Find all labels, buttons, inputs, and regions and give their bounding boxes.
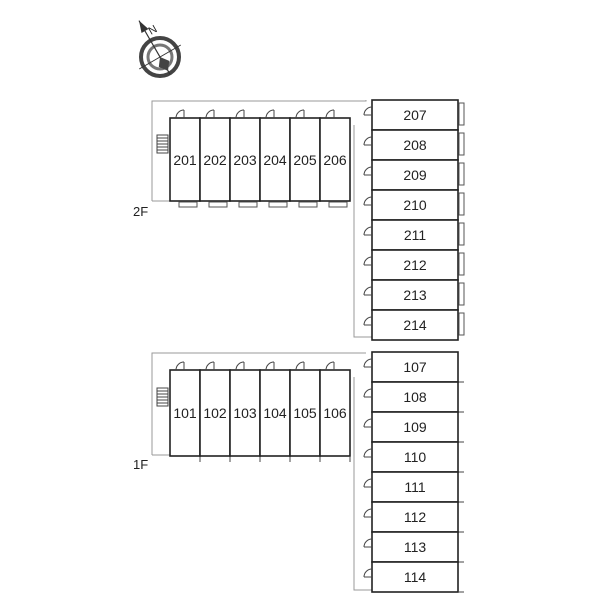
column-unit: 111 [363, 471, 464, 503]
column-unit: 211 [363, 219, 465, 251]
unit-label: 112 [404, 509, 427, 525]
unit-label: 113 [404, 539, 427, 555]
floor-label: 2F [133, 204, 148, 219]
unit-label: 213 [403, 287, 427, 303]
row-unit: 104 [259, 361, 291, 462]
column-unit: 113 [363, 531, 464, 563]
row-unit: 105 [289, 361, 321, 462]
row-unit: 102 [199, 361, 231, 462]
column-unit: 208 [363, 129, 465, 161]
row-unit: 206 [319, 109, 351, 208]
floor-label: 1F [133, 457, 148, 472]
unit-label: 203 [233, 152, 257, 168]
unit-label: 208 [403, 137, 427, 153]
unit-label: 206 [323, 152, 347, 168]
unit-label: 105 [293, 405, 317, 421]
row-unit: 203 [229, 109, 261, 208]
row-unit: 202 [199, 109, 231, 208]
column-unit: 214 [363, 309, 465, 341]
unit-label: 109 [403, 419, 427, 435]
unit-label: 110 [404, 449, 427, 465]
column-unit: 107 [363, 351, 464, 383]
unit-label: 107 [403, 359, 427, 375]
unit-label: 111 [404, 479, 425, 495]
corridor-outline [353, 377, 372, 591]
row-unit: 106 [319, 361, 351, 462]
unit-label: 212 [403, 257, 427, 273]
compass-north-label: N [147, 23, 160, 37]
unit-label: 207 [403, 107, 427, 123]
unit-label: 102 [203, 405, 227, 421]
unit-label: 104 [263, 405, 287, 421]
unit-label: 202 [203, 152, 227, 168]
floor-1f: 1F 101 102 [133, 351, 464, 593]
column-unit: 213 [363, 279, 465, 311]
row-unit: 204 [259, 109, 291, 208]
row-unit: 205 [289, 109, 321, 208]
unit-label: 205 [293, 152, 317, 168]
column-unit: 109 [363, 411, 464, 443]
unit-label: 204 [263, 152, 287, 168]
unit-label: 210 [403, 197, 427, 213]
unit-label: 108 [403, 389, 427, 405]
stairs-icon [156, 387, 169, 407]
column-unit: 210 [363, 189, 465, 221]
corridor-outline [151, 352, 366, 455]
unit-label: 106 [323, 405, 347, 421]
column-unit: 114 [363, 561, 464, 593]
unit-label: 211 [404, 227, 427, 243]
floor-2f: 2F 201 [133, 99, 465, 341]
row-unit: 103 [229, 361, 261, 462]
unit-label: 209 [403, 167, 427, 183]
unit-label: 114 [404, 569, 427, 585]
column-unit: 108 [363, 381, 464, 413]
corridor-outline [353, 125, 372, 338]
row-unit: 101 [169, 361, 201, 462]
stairs-icon [156, 134, 169, 154]
unit-label: 201 [173, 152, 197, 168]
column-unit: 110 [363, 441, 464, 473]
unit-label: 103 [233, 405, 257, 421]
row-unit: 201 [169, 109, 201, 208]
column-unit: 207 [363, 99, 465, 131]
unit-label: 214 [403, 317, 427, 333]
corridor-outline [151, 100, 367, 201]
column-unit: 209 [363, 159, 465, 191]
compass-rose-icon: N [138, 20, 182, 78]
unit-label: 101 [173, 405, 197, 421]
column-unit: 212 [363, 249, 465, 281]
column-unit: 112 [363, 501, 464, 533]
